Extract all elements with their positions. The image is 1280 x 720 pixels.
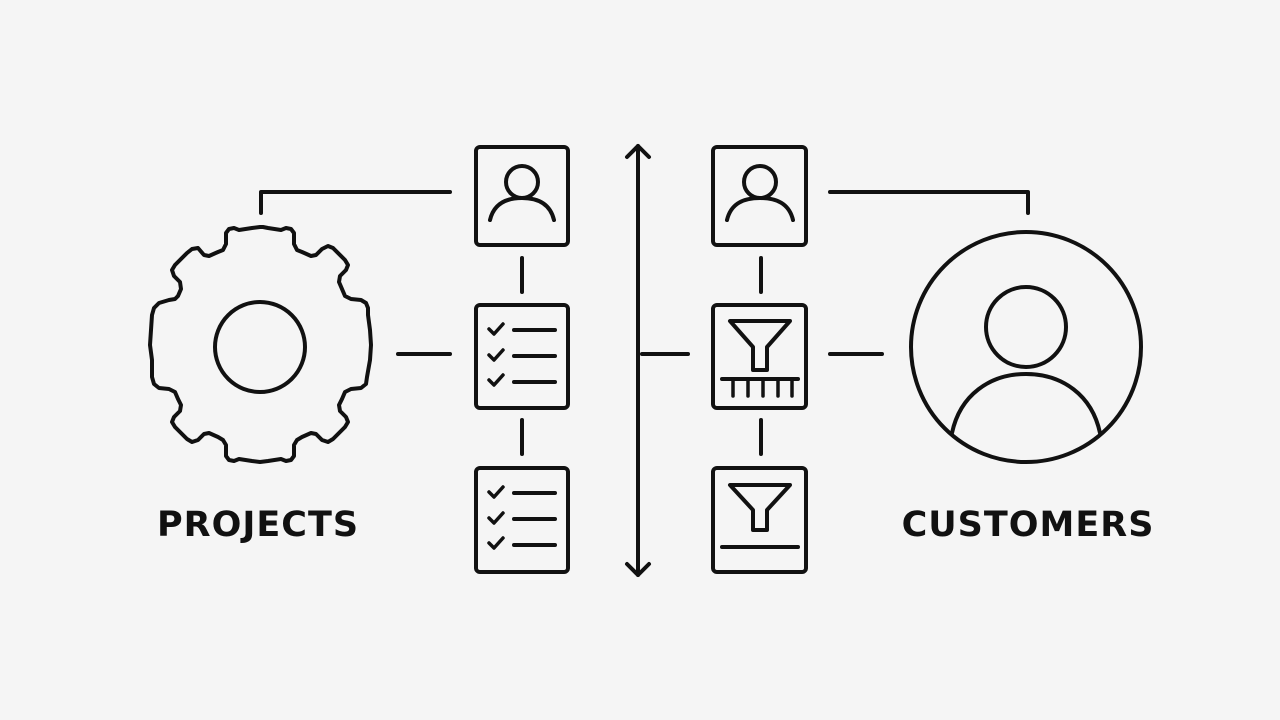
funnel-filter-icon xyxy=(711,303,808,410)
user-card-icon xyxy=(711,145,808,247)
projects-label: PROJECTS xyxy=(157,505,359,545)
gear-icon xyxy=(148,225,373,464)
checklist-icon xyxy=(474,466,570,574)
connector-line xyxy=(828,190,1030,215)
user-circle-icon xyxy=(909,230,1143,464)
double-arrow-vertical-icon xyxy=(625,144,690,577)
connector-line xyxy=(259,190,452,215)
user-card-icon xyxy=(474,145,570,247)
funnel-icon xyxy=(711,466,808,574)
checklist-icon xyxy=(474,303,570,410)
customers-label: CUSTOMERS xyxy=(902,505,1155,545)
